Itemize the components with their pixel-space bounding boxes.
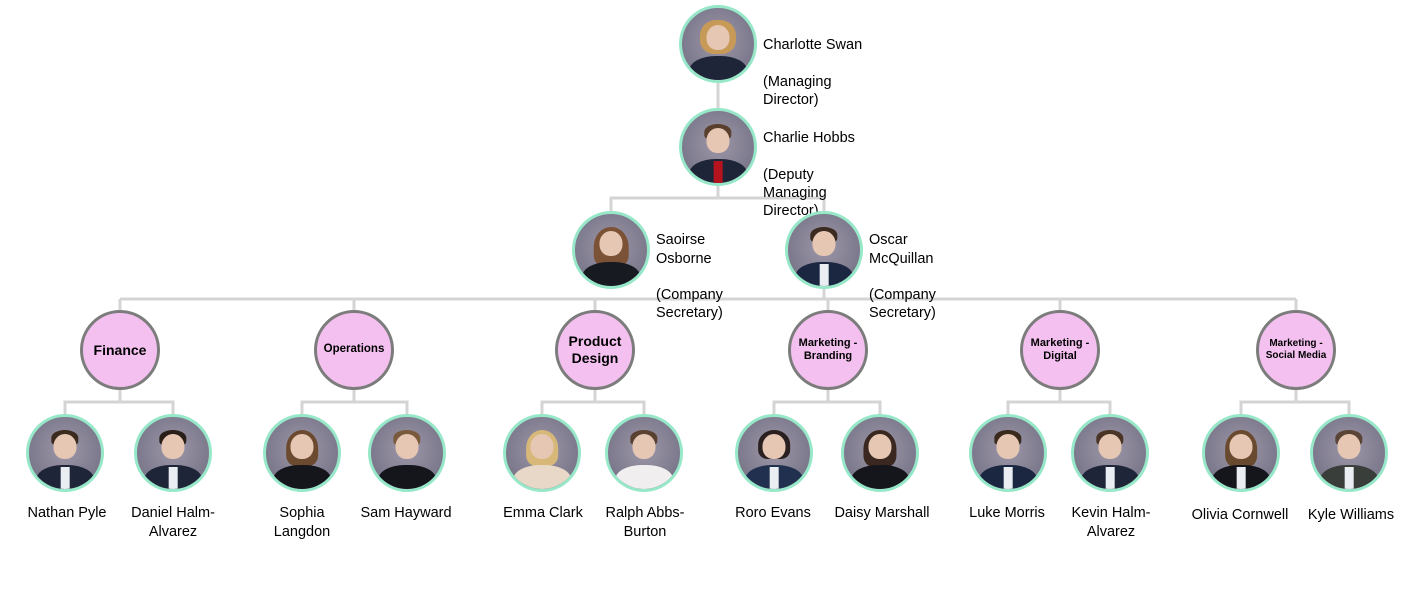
avatar-face — [161, 434, 185, 459]
department-label: Marketing - Digital — [1030, 336, 1090, 362]
leader-label: Saoirse Osborne (Company Secretary) — [656, 213, 723, 323]
connector — [1239, 400, 1351, 414]
department-product-design: Product Design — [555, 310, 635, 390]
avatar-shirt — [1003, 467, 1013, 489]
department-label: Product Design — [568, 333, 622, 366]
avatar-body — [378, 464, 436, 489]
member-name: Roro Evans — [735, 505, 811, 521]
department-label: Finance — [93, 341, 147, 358]
leader-name: Charlie Hobbs — [763, 130, 855, 147]
avatar-face — [706, 25, 730, 50]
department-label: Marketing - Branding — [798, 336, 858, 362]
department-label: Operations — [323, 343, 385, 356]
avatar-shirt — [168, 467, 178, 489]
member-name: Nathan Pyle — [27, 505, 107, 521]
member-name: Daisy Marshall — [834, 505, 930, 521]
avatar-body — [513, 464, 571, 489]
avatar-roro-evans — [735, 414, 813, 492]
avatar-face — [53, 434, 77, 459]
leader-label: Charlotte Swan (Managing Director) — [763, 18, 862, 109]
avatar-kyle-williams — [1310, 414, 1388, 492]
avatar-saoirse-osborne — [572, 211, 650, 289]
avatar-shirt — [1344, 467, 1354, 489]
avatar-sophia-langdon — [263, 414, 341, 492]
avatar-body — [615, 464, 673, 489]
connector — [63, 400, 175, 414]
leader-name: Charlotte Swan — [763, 37, 863, 54]
avatar-face — [599, 231, 623, 256]
avatar-face — [395, 434, 419, 459]
avatar-shirt — [1236, 467, 1246, 489]
avatar-tie — [713, 161, 723, 183]
avatar-body — [273, 464, 331, 489]
avatar-luke-morris — [969, 414, 1047, 492]
member-name: Emma Clark — [503, 505, 583, 521]
member-name: Kevin Halm- Alvarez — [1071, 505, 1151, 540]
leader-role: (Managing Director) — [763, 73, 832, 109]
avatar-emma-clark — [503, 414, 581, 492]
connector — [540, 400, 646, 414]
avatar-face — [290, 434, 314, 459]
member-name: Olivia Cornwell — [1191, 507, 1289, 523]
leader-name: Oscar McQuillan — [869, 232, 934, 267]
avatar-ralph-abbs-burton — [605, 414, 683, 492]
member-name: Luke Morris — [969, 505, 1045, 521]
leader-role: (Company Secretary) — [869, 287, 936, 322]
member-name: Ralph Abbs- Burton — [605, 505, 685, 540]
avatar-body — [851, 464, 909, 489]
department-marketing-branding: Marketing - Branding — [788, 310, 868, 390]
leader-role: (Deputy Managing Director) — [763, 166, 827, 220]
leader-role: (Company Secretary) — [656, 287, 723, 322]
avatar-face — [1337, 434, 1361, 459]
department-marketing-digital: Marketing - Digital — [1020, 310, 1100, 390]
avatar-kevin-halm-alvarez — [1071, 414, 1149, 492]
avatar-shirt — [60, 467, 70, 489]
avatar-shirt — [1105, 467, 1115, 489]
department-marketing-social-media: Marketing - Social Media — [1256, 310, 1336, 390]
member-name: Kyle Williams — [1307, 507, 1395, 523]
avatar-face — [706, 128, 730, 153]
avatar-face — [530, 434, 554, 459]
avatar-oscar-mcquillan — [785, 211, 863, 289]
avatar-olivia-cornwell — [1202, 414, 1280, 492]
department-finance: Finance — [80, 310, 160, 390]
leader-label: Charlie Hobbs (Deputy Managing Director) — [763, 111, 855, 221]
member-name: Daniel Halm- Alvarez — [131, 505, 215, 540]
connector — [609, 196, 826, 211]
avatar-face — [1098, 434, 1122, 459]
member-name: Sam Hayward — [360, 505, 452, 521]
avatar-nathan-pyle — [26, 414, 104, 492]
avatar-charlotte-swan — [679, 5, 757, 83]
leader-label: Oscar McQuillan (Company Secretary) — [869, 213, 936, 323]
avatar-face — [812, 231, 836, 256]
avatar-sam-hayward — [368, 414, 446, 492]
avatar-face — [996, 434, 1020, 459]
avatar-body — [582, 261, 640, 286]
avatar-face — [632, 434, 656, 459]
member-name: Sophia Langdon — [273, 505, 331, 540]
connector — [300, 400, 409, 414]
avatar-face — [762, 434, 786, 459]
department-label: Marketing - Social Media — [1265, 338, 1327, 361]
avatar-charlie-hobbs — [679, 108, 757, 186]
department-operations: Operations — [314, 310, 394, 390]
connector — [1006, 400, 1112, 414]
leader-name: Saoirse Osborne — [656, 232, 712, 267]
avatar-face — [1229, 434, 1253, 459]
avatar-face — [868, 434, 892, 459]
avatar-daniel-halm-alvarez — [134, 414, 212, 492]
avatar-shirt — [769, 467, 779, 489]
avatar-body — [689, 55, 747, 80]
connector — [772, 400, 882, 414]
avatar-daisy-marshall — [841, 414, 919, 492]
avatar-shirt — [819, 264, 829, 286]
